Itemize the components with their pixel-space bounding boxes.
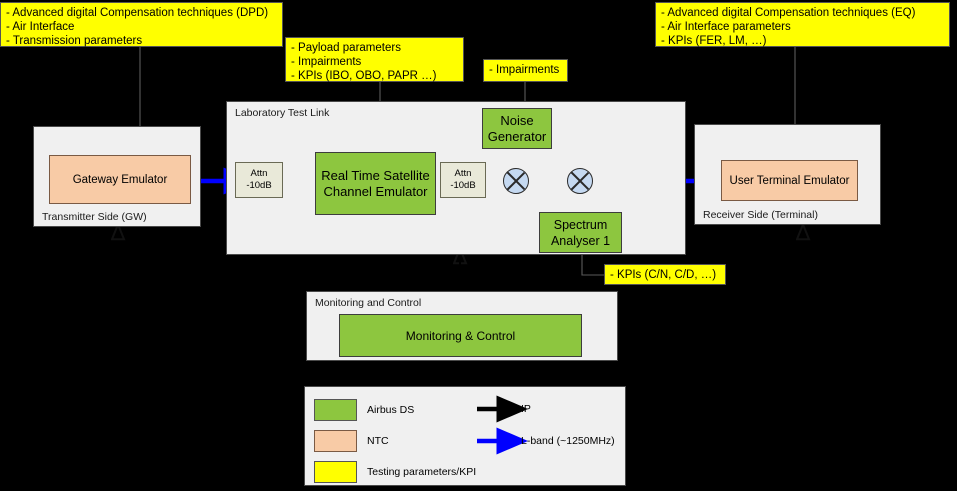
panel-laboratory-test-link-title: Laboratory Test Link <box>235 107 330 119</box>
attenuator-2-line2: -10dB <box>450 180 476 191</box>
legend-label-lband: L-band (~1250MHz) <box>521 435 615 447</box>
attenuator-1[interactable]: Attn -10dB <box>235 162 283 198</box>
panel-monitoring-and-control-title: Monitoring and Control <box>315 297 422 309</box>
legend-label-ntc: NTC <box>367 435 389 447</box>
callout-impairments: - Impairments <box>483 59 568 82</box>
attenuator-2[interactable]: Attn -10dB <box>440 162 486 198</box>
attenuator-1-line2: -10dB <box>246 180 272 191</box>
block-spectrum-analyser-1[interactable]: Spectrum Analyser 1 <box>539 212 622 253</box>
legend-label-testing-parameters: Testing parameters/KPI <box>367 466 477 478</box>
legend-label-ip: IP <box>521 403 531 415</box>
block-noise-generator[interactable]: Noise Generator <box>482 108 552 149</box>
legend: Airbus DS NTC Testing parameters/KPI IP … <box>304 386 626 486</box>
mixer-spectrum-tap[interactable] <box>567 168 593 194</box>
legend-swatch-testing-parameters <box>314 461 357 483</box>
callout-payload: - Payload parameters - Impairments - KPI… <box>285 37 464 82</box>
panel-receiver-side-title: Receiver Side (Terminal) <box>703 209 818 221</box>
legend-swatch-ntc <box>314 430 357 452</box>
callout-kpi-cn: - KPIs (C/N, C/D, …) <box>604 264 726 285</box>
block-monitoring-control[interactable]: Monitoring & Control <box>339 314 582 357</box>
legend-label-airbus-ds: Airbus DS <box>367 404 415 416</box>
legend-swatch-airbus-ds <box>314 399 357 421</box>
panel-transmitter-side-title: Transmitter Side (GW) <box>42 211 147 223</box>
callout-eq: - Advanced digital Compensation techniqu… <box>655 2 950 47</box>
block-gateway-emulator[interactable]: Gateway Emulator <box>49 155 191 204</box>
block-user-terminal-emulator[interactable]: User Terminal Emulator <box>721 160 858 201</box>
mixer-noise-injection[interactable] <box>503 168 529 194</box>
callout-dpd: - Advanced digital Compensation techniqu… <box>0 2 283 47</box>
block-real-time-satellite-channel-emulator[interactable]: Real Time Satellite Channel Emulator <box>315 152 436 215</box>
attenuator-2-line1: Attn <box>454 168 472 179</box>
attenuator-1-line1: Attn <box>250 168 268 179</box>
